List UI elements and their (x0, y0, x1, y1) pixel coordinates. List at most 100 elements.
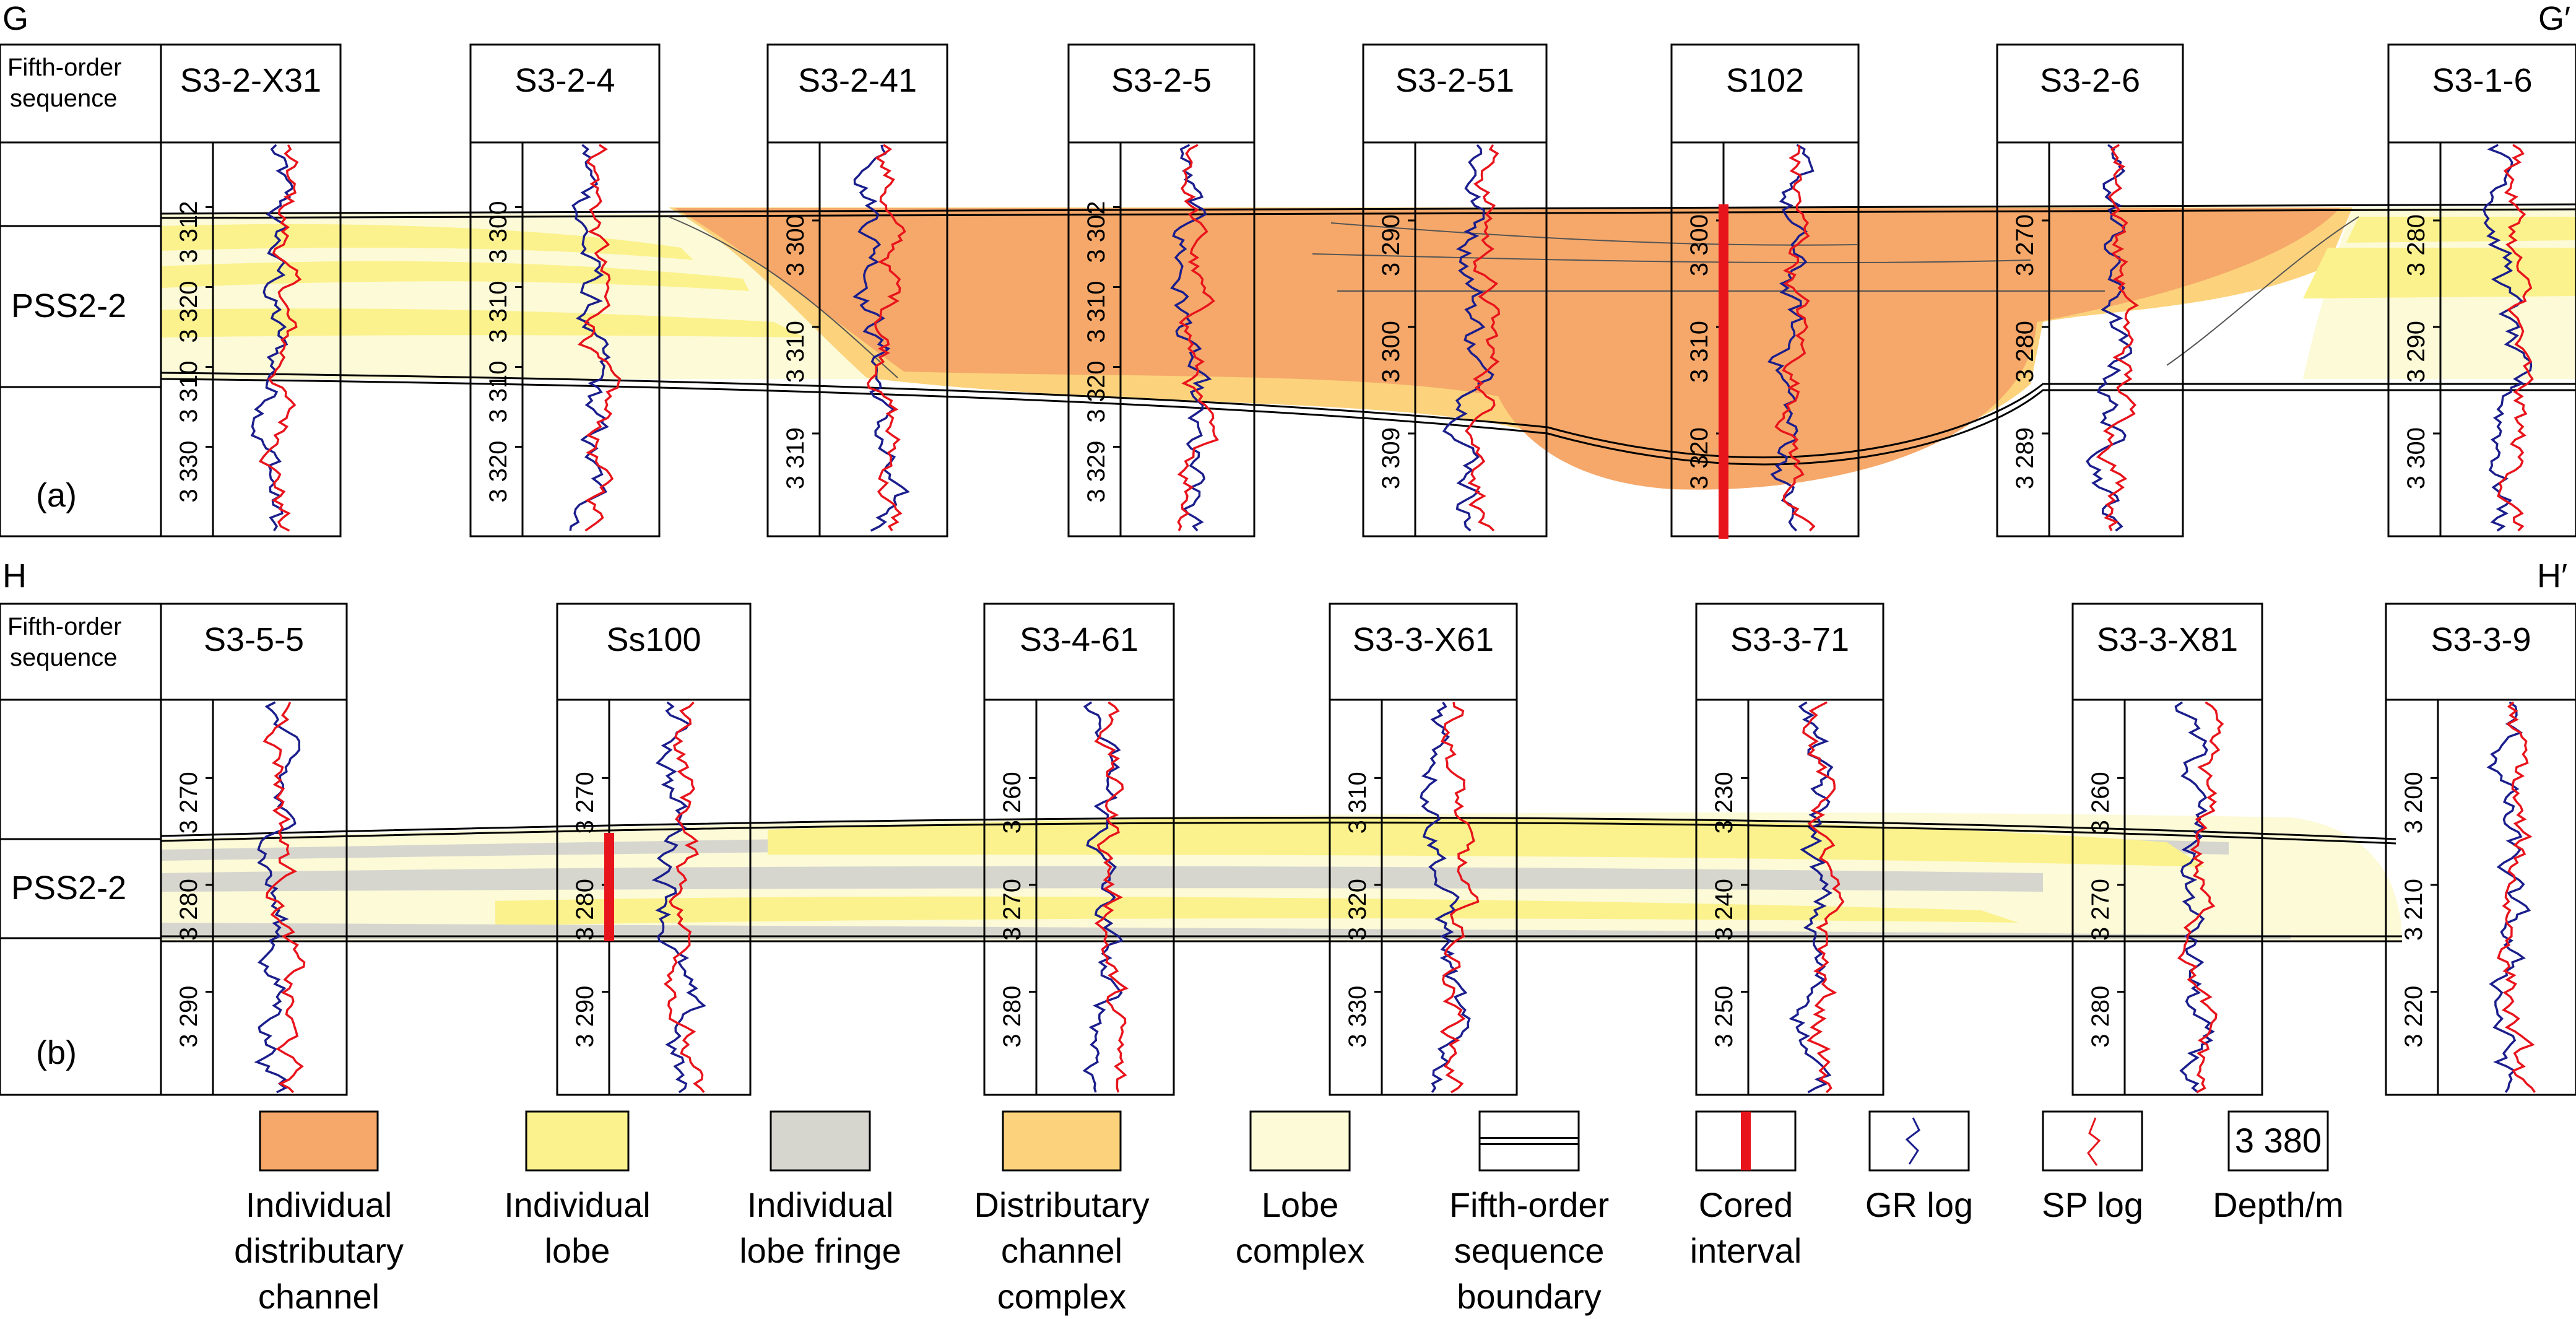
depth-label: 3 310 (175, 360, 202, 422)
depth-label: 3 270 (2011, 214, 2039, 276)
channel-boundary-line (2166, 216, 2359, 366)
legend-swatch (1478, 1110, 1580, 1172)
legend-label: complex (997, 1277, 1127, 1316)
well-column-box (1996, 141, 2184, 538)
sequence-header-label: sequence (10, 644, 117, 671)
legend: Individual distributary channel Individuall… (234, 1110, 2344, 1316)
sp-log-curve (1439, 702, 1480, 1094)
well-column-box (160, 699, 348, 1096)
gr-log-curve (2486, 701, 2531, 1093)
depth-label: 3 280 (571, 879, 599, 941)
well-column-box (2385, 699, 2576, 1096)
well-header-box (469, 43, 661, 144)
sequence-boundary-line (160, 821, 2396, 845)
sp-log-curve (1802, 701, 1845, 1094)
depth-label: 3 280 (2403, 214, 2430, 276)
well-name: S3-3-X81 (2097, 621, 2238, 658)
legend-label: lobe fringe (739, 1231, 901, 1270)
legend-gr-curve (1905, 1117, 1920, 1165)
well-header-box (1996, 43, 2184, 144)
sp-log-curve (663, 701, 705, 1094)
individual-lobe-fill (495, 896, 2018, 926)
well-header-box (2385, 603, 2576, 701)
cored-interval-bar (604, 833, 614, 941)
sequence-boundary-line (160, 372, 2576, 459)
legend-label: Individual (246, 1185, 392, 1224)
sequence-header-label: sequence (10, 85, 117, 112)
well-ss100: Ss100 3 270 3 280 3 290 (556, 603, 752, 1096)
depth-label: 3 250 (1711, 986, 1738, 1048)
legend-label: Fifth-order (1449, 1185, 1609, 1224)
sp-log-curve (1094, 701, 1129, 1093)
legend-label: complex (1236, 1231, 1365, 1270)
depth-label: 3 300 (782, 214, 809, 276)
depth-label: 3 230 (1711, 772, 1738, 834)
labels: G G′ H H′ (a) (b) PSS2-2 PSS2-2 (2, 0, 2570, 1071)
individual-lobe-fill (161, 224, 693, 260)
sp-log-curve (258, 144, 302, 532)
well-name: Ss100 (606, 621, 701, 658)
gr-log-curve (2174, 701, 2215, 1094)
depth-label: 3 290 (175, 986, 202, 1048)
well-header-box (2071, 603, 2263, 701)
depth-label: 3 320 (175, 281, 202, 342)
legend-label: Distributary (974, 1185, 1149, 1224)
corner-label-g-prime: G′ (2538, 0, 2570, 37)
sp-log-curve (1774, 144, 1816, 532)
well-header-box (1670, 43, 1860, 144)
legend-item-individual-distributary-channel: Individual distributary channel (234, 1110, 404, 1316)
gr-log-curve (1170, 144, 1212, 532)
depth-label: 3 270 (571, 772, 599, 834)
individual-lobe-fill (768, 817, 2204, 867)
gr-log-curve (1420, 702, 1471, 1093)
depth-label: 3 329 (1083, 440, 1110, 502)
depth-label: 3 260 (999, 772, 1026, 834)
gr-log-curve (852, 144, 910, 532)
depth-label: 3 280 (2011, 321, 2039, 383)
gr-log-curve (254, 701, 301, 1094)
legend-sp-curve (2087, 1117, 2101, 1166)
legend-label: distributary (234, 1231, 404, 1270)
well-column-box (983, 699, 1175, 1096)
well-header-box (1067, 43, 1255, 144)
depth-label: 3 319 (782, 427, 809, 489)
depth-label: 3 280 (999, 986, 1026, 1048)
legend-label: channel (258, 1277, 379, 1316)
sp-log-curve (1177, 144, 1220, 531)
depth-label: 3 310 (485, 281, 512, 342)
legend-label: GR log (1865, 1185, 1973, 1224)
depth-label: 3 210 (2400, 879, 2427, 941)
well-column-box (2387, 141, 2576, 538)
depth-label: 3 270 (999, 879, 1026, 941)
well-header-box (1329, 603, 1518, 701)
depth-label: 3 290 (571, 986, 599, 1048)
sequence-header-box (0, 43, 162, 144)
depth-label: 3 320 (485, 440, 512, 502)
individual-lobe-fringe-fill (161, 923, 2291, 939)
sequence-boundary-line (160, 378, 2576, 466)
legend-swatch (525, 1110, 630, 1172)
depth-label: 3 330 (175, 440, 202, 502)
sp-log-curve (2177, 701, 2224, 1094)
depth-label: 3 320 (1686, 427, 1713, 489)
depth-label: 3 290 (2403, 321, 2430, 383)
lobe-complex-fill (161, 214, 891, 379)
depth-label: 3 309 (1377, 427, 1405, 489)
depth-label: 3 300 (2403, 427, 2430, 489)
well-name: S102 (1726, 62, 1804, 99)
depth-label: 3 200 (2400, 772, 2427, 834)
